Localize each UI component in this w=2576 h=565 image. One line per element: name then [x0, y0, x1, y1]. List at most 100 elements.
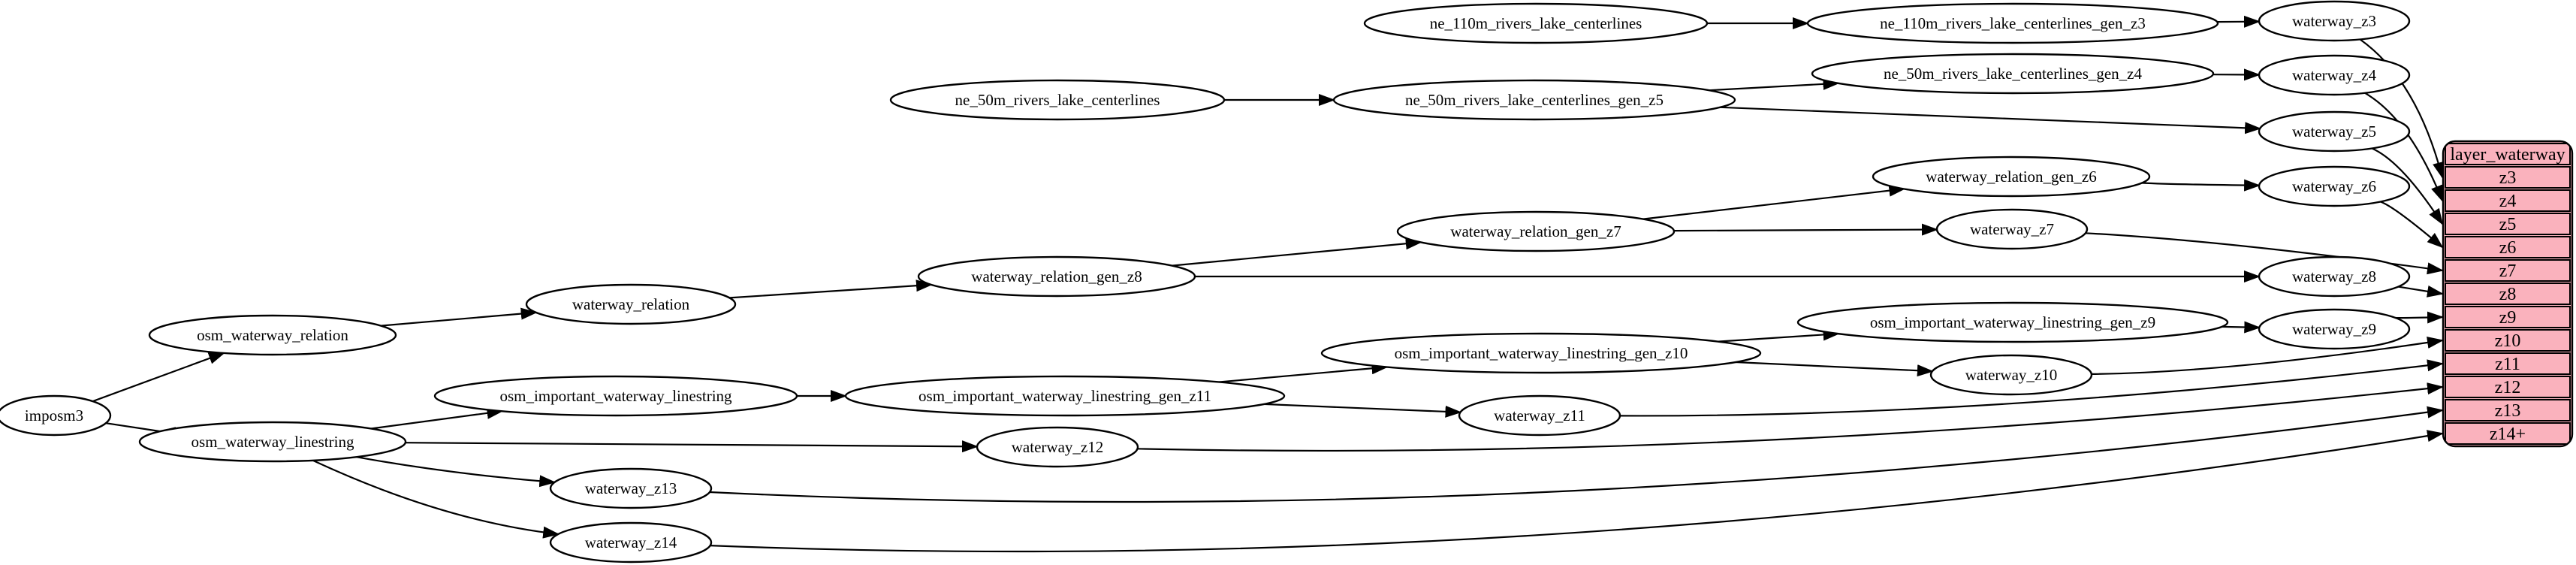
edge-osm_waterway_relation-to-waterway_relation	[381, 307, 538, 327]
graph-node-waterway_z4: waterway_z4	[2258, 54, 2411, 96]
node-ellipse-waterway_z6	[2258, 165, 2411, 207]
node-label-waterway_relation_gen_z6: waterway_relation_gen_z6	[1926, 168, 2096, 186]
graph-node-waterway_relation_gen_z8: waterway_relation_gen_z8	[917, 255, 1196, 298]
graph-node-osm_important_waterway_linestring: osm_important_waterway_linestring	[433, 375, 798, 417]
table-row-cell-z10	[2445, 329, 2571, 352]
table-row-label-z11: z11	[2495, 355, 2520, 374]
node-ellipse-waterway_z13	[549, 467, 713, 509]
node-label-waterway_z5: waterway_z5	[2292, 122, 2376, 140]
table-row-label-z12: z12	[2495, 378, 2521, 397]
edges-layer	[92, 15, 2445, 553]
node-ellipse-ne_110m_rivers_lake_centerlines	[1363, 2, 1709, 44]
graph-node-osm_waterway_relation: osm_waterway_relation	[148, 314, 397, 356]
node-label-osm_important_waterway_linestring: osm_important_waterway_linestring	[499, 387, 732, 405]
edge-waterway_z13-to-layer_waterway-z13	[709, 406, 2444, 503]
table-row-label-z10: z10	[2495, 331, 2521, 351]
table-row-label-z5: z5	[2499, 215, 2517, 234]
table-row-label-z3: z3	[2499, 168, 2517, 188]
node-ellipse-ne_50m_rivers_lake_centerlines	[889, 79, 1226, 121]
edge-waterway_z8-to-layer_waterway-z8	[2398, 285, 2444, 298]
edge-osm_important_waterway_linestring_gen_z9-to-waterway_z9	[2222, 321, 2261, 334]
table-row-cell-z7	[2445, 259, 2571, 282]
graph-node-waterway_z3: waterway_z3	[2258, 0, 2411, 42]
table-row-label-z4: z4	[2499, 192, 2517, 211]
graph-node-waterway_relation_gen_z7: waterway_relation_gen_z7	[1396, 210, 1676, 252]
edge-waterway_z3-to-layer_waterway-z3	[2359, 38, 2445, 179]
node-label-waterway_z7: waterway_z7	[1970, 220, 2054, 238]
graph-node-osm_important_waterway_linestring_gen_z10: osm_important_waterway_linestring_gen_z1…	[1320, 332, 1762, 374]
table-row-cell-z14+	[2445, 422, 2571, 445]
graph-node-osm_waterway_linestring: osm_waterway_linestring	[138, 421, 407, 463]
edge-osm_waterway_linestring-to-waterway_z13	[356, 456, 557, 488]
node-ellipse-waterway_z3	[2258, 0, 2411, 42]
graph-node-imposm3: imposm3	[0, 394, 112, 437]
graph-node-ne_110m_rivers_lake_centerlines: ne_110m_rivers_lake_centerlines	[1363, 2, 1709, 44]
edge-waterway_z12-to-layer_waterway-z12	[1137, 382, 2444, 452]
node-label-waterway_relation_gen_z8: waterway_relation_gen_z8	[971, 267, 1142, 286]
node-ellipse-waterway_z9	[2258, 308, 2411, 350]
edge-waterway_relation_gen_z8-to-waterway_relation_gen_z7	[1172, 237, 1422, 267]
graph-node-ne_50m_rivers_lake_centerlines_gen_z5: ne_50m_rivers_lake_centerlines_gen_z5	[1332, 79, 1736, 121]
edge-waterway_relation_gen_z7-to-waterway_relation_gen_z6	[1642, 184, 1906, 220]
node-ellipse-waterway_z12	[976, 426, 1139, 468]
node-ellipse-waterway_z4	[2258, 54, 2411, 96]
node-label-waterway_z10: waterway_z10	[1965, 366, 2057, 384]
node-label-waterway_relation: waterway_relation	[572, 295, 690, 313]
graph-node-waterway_z7: waterway_z7	[1935, 208, 2089, 250]
table-row-label-z8: z8	[2499, 285, 2517, 304]
node-label-osm_important_waterway_linestring_gen_z11: osm_important_waterway_linestring_gen_z1…	[918, 387, 1211, 405]
node-label-waterway_relation_gen_z7: waterway_relation_gen_z7	[1450, 222, 1621, 240]
edge-waterway_z9-to-layer_waterway-z9	[2392, 311, 2444, 324]
edge-waterway_z5-to-layer_waterway-z5	[2371, 147, 2444, 225]
table-layer: layer_waterwayz3z4z5z6z7z8z9z10z11z12z13…	[2442, 140, 2574, 448]
node-ellipse-waterway_relation_gen_z8	[917, 255, 1196, 298]
graph-node-ne_50m_rivers_lake_centerlines: ne_50m_rivers_lake_centerlines	[889, 79, 1226, 121]
node-label-osm_important_waterway_linestring_gen_z10: osm_important_waterway_linestring_gen_z1…	[1395, 344, 1688, 362]
edge-waterway_relation_gen_z6-to-waterway_z6	[2141, 179, 2261, 192]
node-ellipse-osm_waterway_linestring	[138, 421, 407, 463]
node-label-ne_50m_rivers_lake_centerlines: ne_50m_rivers_lake_centerlines	[955, 91, 1160, 109]
node-label-ne_50m_rivers_lake_centerlines_gen_z4: ne_50m_rivers_lake_centerlines_gen_z4	[1884, 65, 2143, 83]
table-row-cell-z3	[2445, 166, 2571, 189]
graph-node-waterway_z6: waterway_z6	[2258, 165, 2411, 207]
graph-node-waterway_z8: waterway_z8	[2258, 255, 2411, 298]
node-ellipse-osm_important_waterway_linestring_gen_z11	[844, 375, 1286, 417]
node-label-waterway_z13: waterway_z13	[585, 479, 677, 497]
table-row-cell-z12	[2445, 376, 2571, 398]
edge-imposm3-to-osm_waterway_linestring	[105, 422, 176, 440]
edge-waterway_z11-to-layer_waterway-z11	[1619, 359, 2444, 417]
edge-ne_50m_rivers_lake_centerlines_gen_z5-to-waterway_z5	[1720, 106, 2262, 134]
node-ellipse-waterway_z11	[1458, 394, 1621, 437]
node-ellipse-waterway_z8	[2258, 255, 2411, 298]
table-row-cell-z6	[2445, 236, 2571, 258]
node-ellipse-ne_50m_rivers_lake_centerlines_gen_z5	[1332, 79, 1736, 121]
graph-node-waterway_z11: waterway_z11	[1458, 394, 1621, 437]
edge-waterway_z6-to-layer_waterway-z6	[2380, 201, 2444, 249]
edge-osm_waterway_linestring-to-osm_important_waterway_linestring	[370, 406, 504, 430]
edge-waterway_relation-to-waterway_relation_gen_z8	[729, 279, 933, 299]
table-row-cell-z9	[2445, 306, 2571, 328]
node-label-waterway_z8: waterway_z8	[2292, 267, 2376, 286]
graph-node-waterway_z10: waterway_z10	[1929, 354, 2093, 396]
table-row-cell-z8	[2445, 282, 2571, 305]
node-label-waterway_z11: waterway_z11	[1494, 406, 1585, 425]
table-row-label-z6: z6	[2499, 238, 2517, 258]
edge-waterway_relation_gen_z7-to-waterway_z7	[1673, 223, 1938, 236]
graph-node-waterway_relation_gen_z6: waterway_relation_gen_z6	[1872, 156, 2151, 198]
table-row-cell-z11	[2445, 352, 2571, 375]
graph-node-waterway_z14: waterway_z14	[549, 521, 713, 563]
graph-node-ne_110m_rivers_lake_centerlines_gen_z3: ne_110m_rivers_lake_centerlines_gen_z3	[1806, 2, 2219, 44]
edge-waterway_z14-to-layer_waterway-z14+	[710, 430, 2444, 553]
graph-node-waterway_z9: waterway_z9	[2258, 308, 2411, 350]
edge-osm_important_waterway_linestring_gen_z11-to-waterway_z11	[1264, 403, 1462, 418]
node-label-waterway_z9: waterway_z9	[2292, 320, 2376, 338]
node-ellipse-waterway_relation	[525, 283, 737, 325]
node-label-osm_important_waterway_linestring_gen_z9: osm_important_waterway_linestring_gen_z9	[1870, 313, 2155, 331]
node-ellipse-osm_important_waterway_linestring_gen_z10	[1320, 332, 1762, 374]
edge-ne_50m_rivers_lake_centerlines_gen_z5-to-ne_50m_rivers_lake_centerlines_gen_z4	[1709, 77, 1840, 92]
graph-node-osm_important_waterway_linestring_gen_z9: osm_important_waterway_linestring_gen_z9	[1796, 301, 2229, 343]
graph-node-osm_important_waterway_linestring_gen_z11: osm_important_waterway_linestring_gen_z1…	[844, 375, 1286, 417]
node-label-waterway_z6: waterway_z6	[2292, 177, 2376, 195]
nodes-layer: imposm3 osm_waterway_relation osm_waterway…	[0, 0, 2411, 563]
